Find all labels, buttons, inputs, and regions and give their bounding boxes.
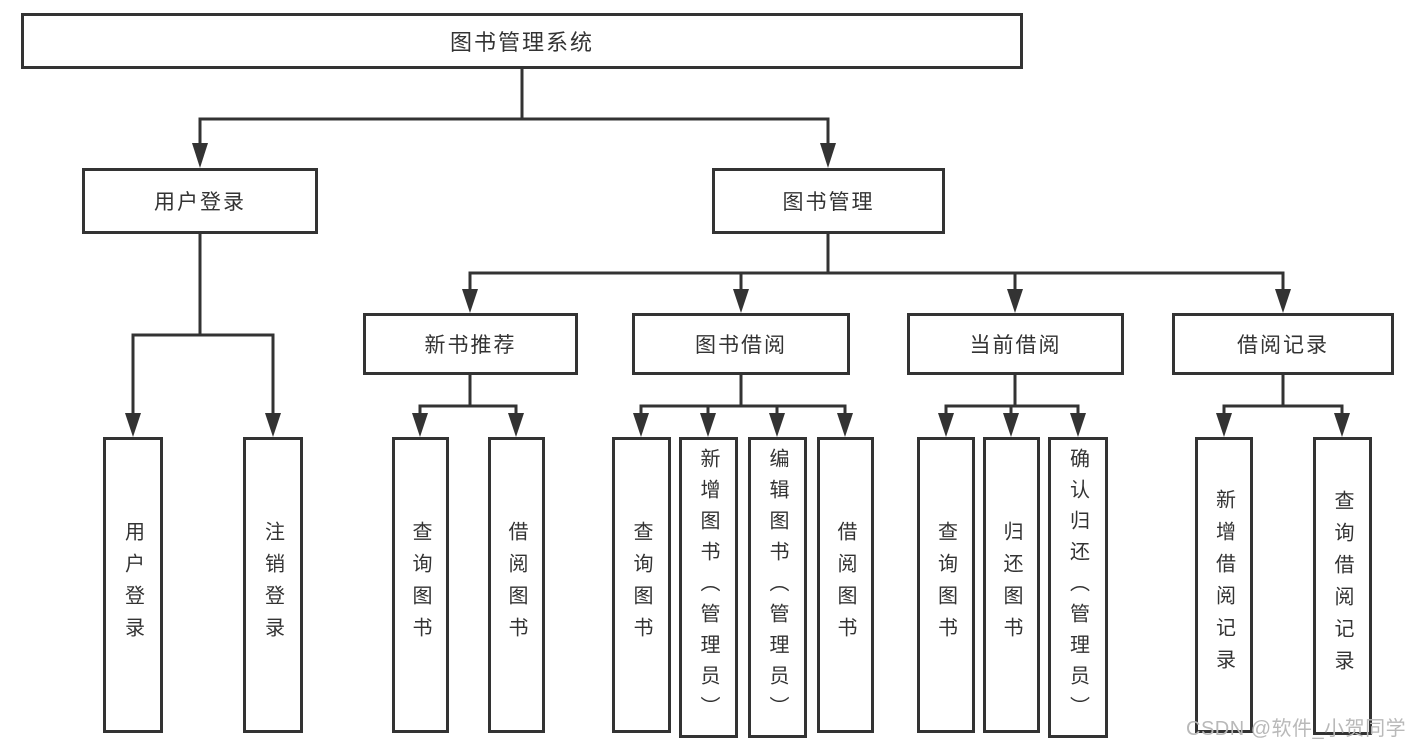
leaf-recommend-query-book: 查询图书 [392,437,449,733]
node-book-management: 图书管理 [712,168,945,234]
leaf-add-borrow-record: 新增借阅记录 [1195,437,1253,733]
arrowheads [125,143,1350,437]
node-library-management-system: 图书管理系统 [21,13,1023,69]
leaf-borrow-query-book: 查询图书 [612,437,671,733]
leaf-user-login: 用户登录 [103,437,163,733]
leaf-borrow-book: 借阅图书 [817,437,874,733]
leaf-return-book: 归还图书 [983,437,1040,733]
leaf-add-book-admin: 新增图书（管理员） [679,437,738,738]
leaf-logout: 注销登录 [243,437,303,733]
node-new-book-recommend: 新书推荐 [363,313,578,375]
leaf-recommend-borrow-book: 借阅图书 [488,437,545,733]
leaf-query-borrow-record: 查询借阅记录 [1313,437,1372,735]
leaf-current-query-book: 查询图书 [917,437,975,733]
leaf-confirm-return-admin: 确认归还（管理员） [1048,437,1108,738]
node-book-borrow: 图书借阅 [632,313,850,375]
csdn-watermark: CSDN @软件_小贺同学 [1186,718,1405,740]
node-borrow-records: 借阅记录 [1172,313,1394,375]
node-user-login-group: 用户登录 [82,168,318,234]
leaf-edit-book-admin: 编辑图书（管理员） [748,437,807,738]
node-current-borrow: 当前借阅 [907,313,1124,375]
